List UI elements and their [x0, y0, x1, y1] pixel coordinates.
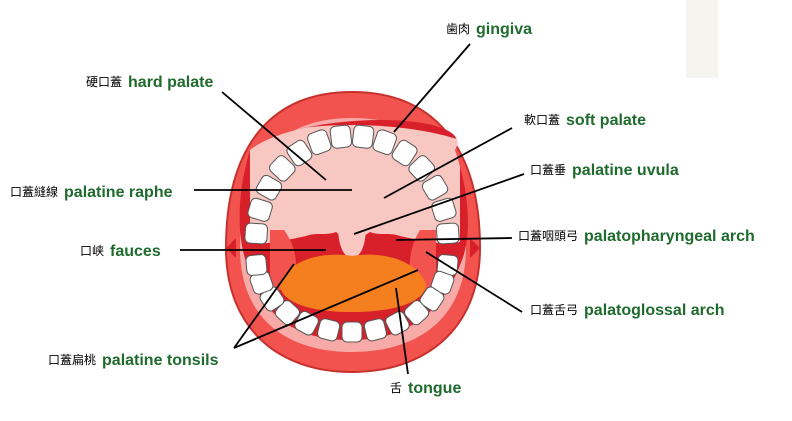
label-palatoglossal-arch-en: palatoglossal arch [584, 302, 725, 319]
tooth [404, 300, 430, 326]
label-palatoglossal-arch-ja: 口蓋舌弓 [530, 303, 579, 317]
label-palatine-raphe-en: palatine raphe [64, 184, 173, 201]
label-gingiva: 歯肉 gingiva [446, 22, 532, 38]
label-palatine-uvula: 口蓋垂 palatine uvula [530, 163, 679, 179]
leader-line-palatopharyngeal-arch [395, 237, 513, 241]
tooth [247, 197, 273, 222]
tooth [255, 174, 283, 201]
tooth [419, 286, 445, 312]
label-soft-palate-ja: 軟口蓋 [524, 113, 561, 127]
label-tongue-en: tongue [408, 380, 462, 397]
lip-corner-right [470, 238, 480, 258]
leader-line-hard-palate [221, 91, 327, 181]
label-gingiva-ja: 歯肉 [446, 22, 471, 36]
uvula-shape [338, 226, 366, 258]
tooth [372, 129, 397, 156]
label-soft-palate-en: soft palate [566, 112, 647, 129]
label-palatopharyngeal-arch-ja: 口蓋咽頭弓 [518, 229, 579, 243]
tooth [307, 129, 332, 156]
label-palatoglossal-arch: 口蓋舌弓 palatoglossal arch [530, 303, 725, 319]
label-fauces: 口峡 fauces [80, 244, 161, 260]
label-fauces-en: fauces [110, 243, 161, 260]
leader-line-palatine-uvula [353, 173, 525, 235]
leader-lines [180, 43, 525, 375]
tooth [435, 222, 460, 245]
lower-teeth [245, 254, 459, 343]
tooth [363, 318, 387, 342]
label-gingiva-en: gingiva [476, 21, 533, 38]
leader-line-palatoglossal-arch [425, 251, 523, 313]
leader-line-soft-palate [383, 127, 513, 199]
label-palatine-tonsils: 口蓋扁桃 palatine tonsils [48, 353, 218, 369]
tooth [391, 139, 418, 167]
label-palatine-tonsils-ja: 口蓋扁桃 [48, 353, 97, 367]
label-palatine-raphe: 口蓋縫線 palatine raphe [10, 185, 173, 201]
tooth [421, 174, 449, 201]
tooth [329, 124, 353, 149]
label-palatopharyngeal-arch: 口蓋咽頭弓 palatopharyngeal arch [518, 229, 755, 245]
tooth [317, 318, 341, 342]
label-hard-palate: 硬口蓋 hard palate [86, 75, 213, 91]
label-tongue: 舌 tongue [390, 381, 461, 397]
lip-corner-left [226, 238, 236, 258]
label-soft-palate: 軟口蓋 soft palate [524, 113, 646, 129]
tongue-shape [280, 254, 426, 312]
tooth [269, 155, 296, 182]
label-palatine-raphe-ja: 口蓋縫線 [10, 185, 59, 199]
tooth [341, 321, 363, 343]
leader-line-tongue [395, 287, 409, 375]
label-palatine-uvula-ja: 口蓋垂 [530, 163, 567, 177]
label-palatine-uvula-en: palatine uvula [572, 162, 679, 179]
upper-teeth [244, 124, 460, 245]
leader-line-palatine-tonsils-a [233, 263, 295, 349]
label-fauces-ja: 口峡 [80, 244, 105, 258]
corner-panel [686, 0, 718, 78]
tooth [245, 254, 268, 276]
tooth [351, 124, 375, 149]
leader-line-gingiva [393, 43, 471, 133]
label-palatine-tonsils-en: palatine tonsils [102, 352, 219, 369]
label-tongue-ja: 舌 [390, 381, 403, 395]
label-palatopharyngeal-arch-en: palatopharyngeal arch [584, 228, 755, 245]
leader-line-palatine-tonsils-b [233, 269, 419, 349]
label-hard-palate-ja: 硬口蓋 [86, 75, 123, 89]
tooth [244, 222, 269, 245]
label-hard-palate-en: hard palate [128, 74, 214, 91]
